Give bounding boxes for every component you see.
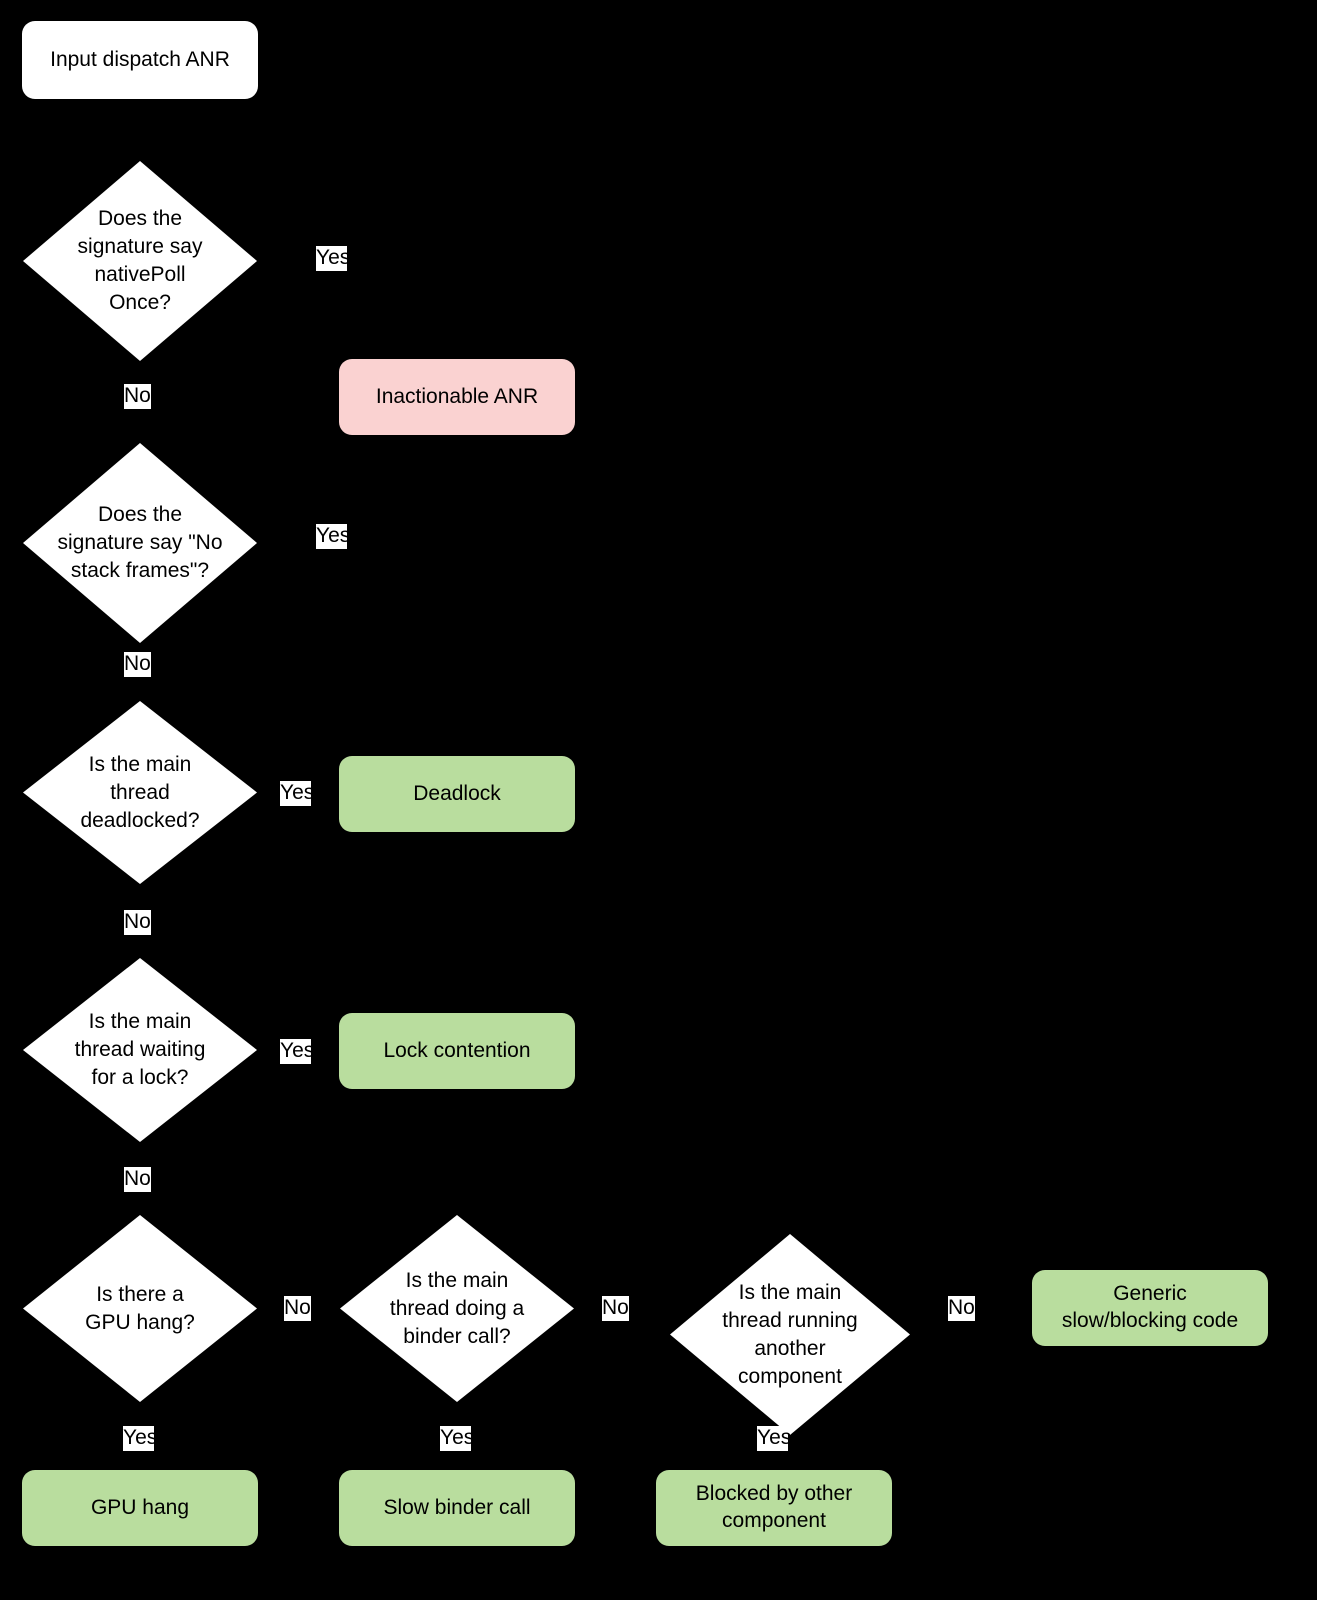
node-lock-contention[interactable]: Lock contention [339, 1013, 575, 1089]
edge-label-nostack-no: No [124, 652, 151, 677]
node-decision-no-stack-frames[interactable]: Does the signature say "No stack frames"… [23, 443, 257, 643]
connector-nativepoll-yes-to-inactionable [257, 260, 457, 262]
node-label: Is there a GPU hang? [85, 1282, 195, 1334]
node-label: Is the main thread doing a binder call? [389, 1268, 525, 1348]
node-decision-nativepoll-once[interactable]: Does the signature say nativePoll Once? [23, 161, 257, 361]
edge-label-nativepoll-no: No [124, 384, 151, 409]
edge-label-component-no: No [948, 1296, 975, 1321]
connector-nostack-yes-riser [456, 434, 458, 544]
node-input-dispatch-anr[interactable]: Input dispatch ANR [22, 21, 258, 99]
node-inactionable-anr[interactable]: Inactionable ANR [339, 359, 575, 435]
node-label: Is the main thread deadlocked? [80, 752, 200, 832]
node-label: Does the signature say nativePoll Once? [77, 206, 203, 315]
edge-label-gpu-yes: Yes [123, 1426, 158, 1451]
node-deadlock[interactable]: Deadlock [339, 756, 575, 832]
node-label: Is the main thread waiting for a lock? [74, 1009, 206, 1090]
connector-inactionable-drop [456, 260, 458, 360]
edge-label-nativepoll-yes: Yes [316, 246, 351, 271]
connector-nostack-yes-to-inactionable [257, 542, 457, 544]
edge-label-binder-yes: Yes [440, 1426, 475, 1451]
node-label: Does the signature say "No stack frames"… [57, 502, 223, 583]
node-label: Is the main thread running another compo… [722, 1280, 858, 1388]
edge-label-deadlock-yes: Yes [280, 781, 315, 806]
node-decision-waiting-for-lock[interactable]: Is the main thread waiting for a lock? [23, 958, 257, 1142]
edge-label-binder-no: No [602, 1296, 629, 1321]
connector-component-no-to-generic [910, 1308, 1052, 1310]
connector-start-to-nativepoll [139, 99, 141, 161]
node-decision-main-thread-deadlocked[interactable]: Is the main thread deadlocked? [23, 701, 257, 884]
edge-label-component-yes: Yes [757, 1426, 792, 1451]
node-generic-slow-blocking-code[interactable]: Generic slow/blocking code [1032, 1270, 1268, 1346]
edge-label-lock-no: No [124, 1167, 151, 1192]
node-blocked-by-other-component[interactable]: Blocked by other component [656, 1470, 892, 1546]
edge-label-nostack-yes: Yes [316, 524, 351, 549]
node-decision-gpu-hang[interactable]: Is there a GPU hang? [23, 1215, 257, 1402]
node-gpu-hang[interactable]: GPU hang [22, 1470, 258, 1546]
edge-label-lock-yes: Yes [280, 1039, 315, 1064]
node-decision-running-another-component[interactable]: Is the main thread running another compo… [670, 1234, 910, 1435]
connector-binder-yes-to-slow-binder [456, 1420, 458, 1498]
node-decision-binder-call[interactable]: Is the main thread doing a binder call? [340, 1215, 574, 1402]
edge-label-gpu-no: No [284, 1296, 311, 1321]
edge-label-deadlock-no: No [124, 910, 151, 935]
connector-component-yes-to-blocked [772, 1435, 774, 1498]
connector-gpu-yes-to-gpu-hang [139, 1420, 141, 1498]
node-slow-binder-call[interactable]: Slow binder call [339, 1470, 575, 1546]
